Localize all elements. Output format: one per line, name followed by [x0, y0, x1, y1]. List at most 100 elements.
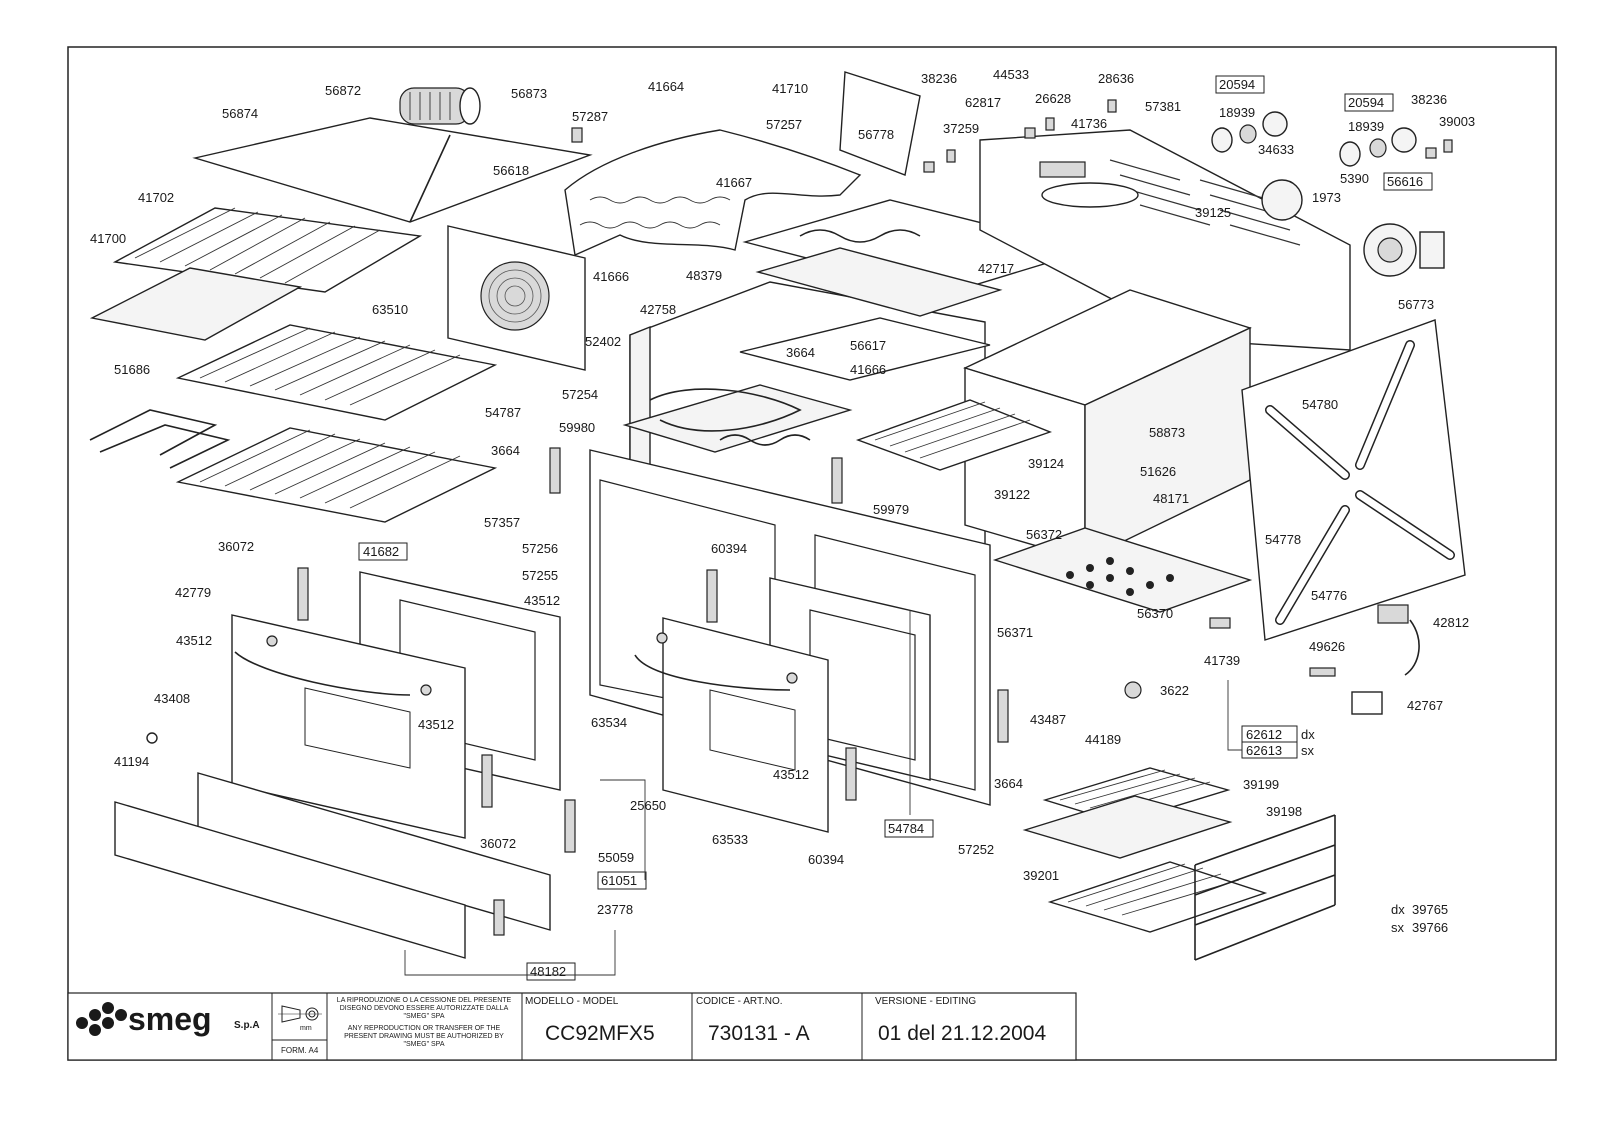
- part-label: 42717: [978, 261, 1014, 276]
- part-label: 43512: [773, 767, 809, 782]
- company-suffix: S.p.A: [234, 1020, 260, 1031]
- part-label: 62612: [1246, 727, 1282, 742]
- part-label: 51626: [1140, 464, 1176, 479]
- part-label: 3622: [1160, 683, 1189, 698]
- part-label: 57257: [766, 117, 802, 132]
- part-label: 26628: [1035, 91, 1071, 106]
- notice-it-line-1: LA RIPRODUZIONE O LA CESSIONE DEL PRESEN…: [337, 997, 512, 1004]
- version-value: 01 del 21.12.2004: [878, 1022, 1046, 1045]
- side-panel-54780: [1241, 319, 1466, 641]
- shelf-support-51686: [89, 409, 231, 469]
- part-label: 3664: [994, 776, 1023, 791]
- part-label: 63533: [712, 832, 748, 847]
- part-label: 52402: [585, 334, 621, 349]
- part-label: 39122: [994, 487, 1030, 502]
- projection-symbol-icon: [278, 1005, 322, 1023]
- part-label: 41667: [716, 175, 752, 190]
- part-label: 23778: [597, 902, 633, 917]
- part-label: 39765: [1412, 902, 1448, 917]
- part-label: 42758: [640, 302, 676, 317]
- side-tag-sx: sx: [1301, 743, 1315, 758]
- part-label: 48379: [686, 268, 722, 283]
- door-left-assembly: [231, 571, 561, 839]
- part-label: 56370: [1137, 606, 1173, 621]
- side-rails-39765: [1194, 814, 1336, 961]
- part-label: 44189: [1085, 732, 1121, 747]
- wire-shelf-54787: [175, 324, 498, 421]
- part-label: 41664: [648, 79, 684, 94]
- part-label: 56873: [511, 86, 547, 101]
- part-label: 39124: [1028, 456, 1064, 471]
- part-label: 60394: [808, 852, 844, 867]
- part-label: 39199: [1243, 777, 1279, 792]
- side-tag-sx: sx: [1391, 920, 1405, 935]
- code-label: CODICE - ART.NO.: [696, 996, 783, 1007]
- fan-motor-part: [399, 87, 481, 125]
- part-label: 57252: [958, 842, 994, 857]
- part-label: 58873: [1149, 425, 1185, 440]
- part-label: 41666: [850, 362, 886, 377]
- part-label: 3664: [491, 443, 520, 458]
- fan-back-panel-63510: [447, 225, 586, 371]
- element-shield-48379: [755, 247, 1003, 317]
- part-label: 54784: [888, 821, 924, 836]
- part-label: 41710: [772, 81, 808, 96]
- part-label: 43408: [154, 691, 190, 706]
- part-label: 54778: [1265, 532, 1301, 547]
- part-label: 62817: [965, 95, 1001, 110]
- part-label: 39766: [1412, 920, 1448, 935]
- part-label: 41682: [363, 544, 399, 559]
- part-label: 56616: [1387, 174, 1423, 189]
- smeg-logo: smeg S.p.A: [76, 1001, 260, 1037]
- model-label: MODELLO - MODEL: [525, 996, 619, 1007]
- part-number-labels: 56872 56873 56874 41664 57287 57257 4171…: [90, 67, 1475, 979]
- part-label: 57381: [1145, 99, 1181, 114]
- convection-motor-56616: [1363, 223, 1445, 277]
- part-label: 43487: [1030, 712, 1066, 727]
- wire-grille-41702: [112, 207, 423, 293]
- part-label: 56773: [1398, 297, 1434, 312]
- knob-group-right: [1339, 127, 1417, 167]
- part-label: 49626: [1309, 639, 1345, 654]
- part-label: 57357: [484, 515, 520, 530]
- notice-it-line-2: DISEGNO DEVONO ESSERE AUTORIZZATE DALLA: [340, 1005, 509, 1012]
- part-label: 57256: [522, 541, 558, 556]
- model-value: CC92MFX5: [545, 1022, 655, 1045]
- part-label: 55059: [598, 850, 634, 865]
- part-label: 41700: [90, 231, 126, 246]
- part-label: 41736: [1071, 116, 1107, 131]
- part-label: 42812: [1433, 615, 1469, 630]
- notice-it-line-3: "SMEG" SPA: [403, 1013, 444, 1020]
- part-label: 20594: [1348, 95, 1384, 110]
- part-label: 56874: [222, 106, 258, 121]
- part-label: 41739: [1204, 653, 1240, 668]
- part-label: 18939: [1219, 105, 1255, 120]
- part-label: 20594: [1219, 77, 1255, 92]
- illustration-layer: [89, 71, 1466, 981]
- part-label: 36072: [480, 836, 516, 851]
- part-label: 56372: [1026, 527, 1062, 542]
- slide-tray-39201: [1047, 861, 1268, 933]
- part-label: 43512: [176, 633, 212, 648]
- control-panel-48182: [114, 772, 551, 959]
- rear-panel-57381: [979, 129, 1351, 351]
- baking-tray-41700: [89, 267, 303, 341]
- base-tray-54778: [992, 527, 1253, 613]
- part-label: 34633: [1258, 142, 1294, 157]
- part-label: 54780: [1302, 397, 1338, 412]
- part-label: 59979: [873, 502, 909, 517]
- part-label: 54776: [1311, 588, 1347, 603]
- wire-shelf-57357: [175, 427, 498, 523]
- part-label: 56778: [858, 127, 894, 142]
- part-label: 60394: [711, 541, 747, 556]
- code-value: 730131 - A: [708, 1022, 810, 1045]
- brand-name: smeg: [128, 1001, 212, 1037]
- part-label: 36072: [218, 539, 254, 554]
- part-label: 41194: [114, 754, 149, 769]
- title-block: smeg S.p.A mm FORM. A4 LA RIPRODUZIONE O…: [67, 992, 1077, 1061]
- side-tag-dx: dx: [1391, 902, 1405, 917]
- part-label: 28636: [1098, 71, 1134, 86]
- second-cavity-58873: [963, 289, 1252, 562]
- part-label: 1973: [1312, 190, 1341, 205]
- notice-en-line-1: ANY REPRODUCTION OR TRANSFER OF THE: [348, 1025, 501, 1032]
